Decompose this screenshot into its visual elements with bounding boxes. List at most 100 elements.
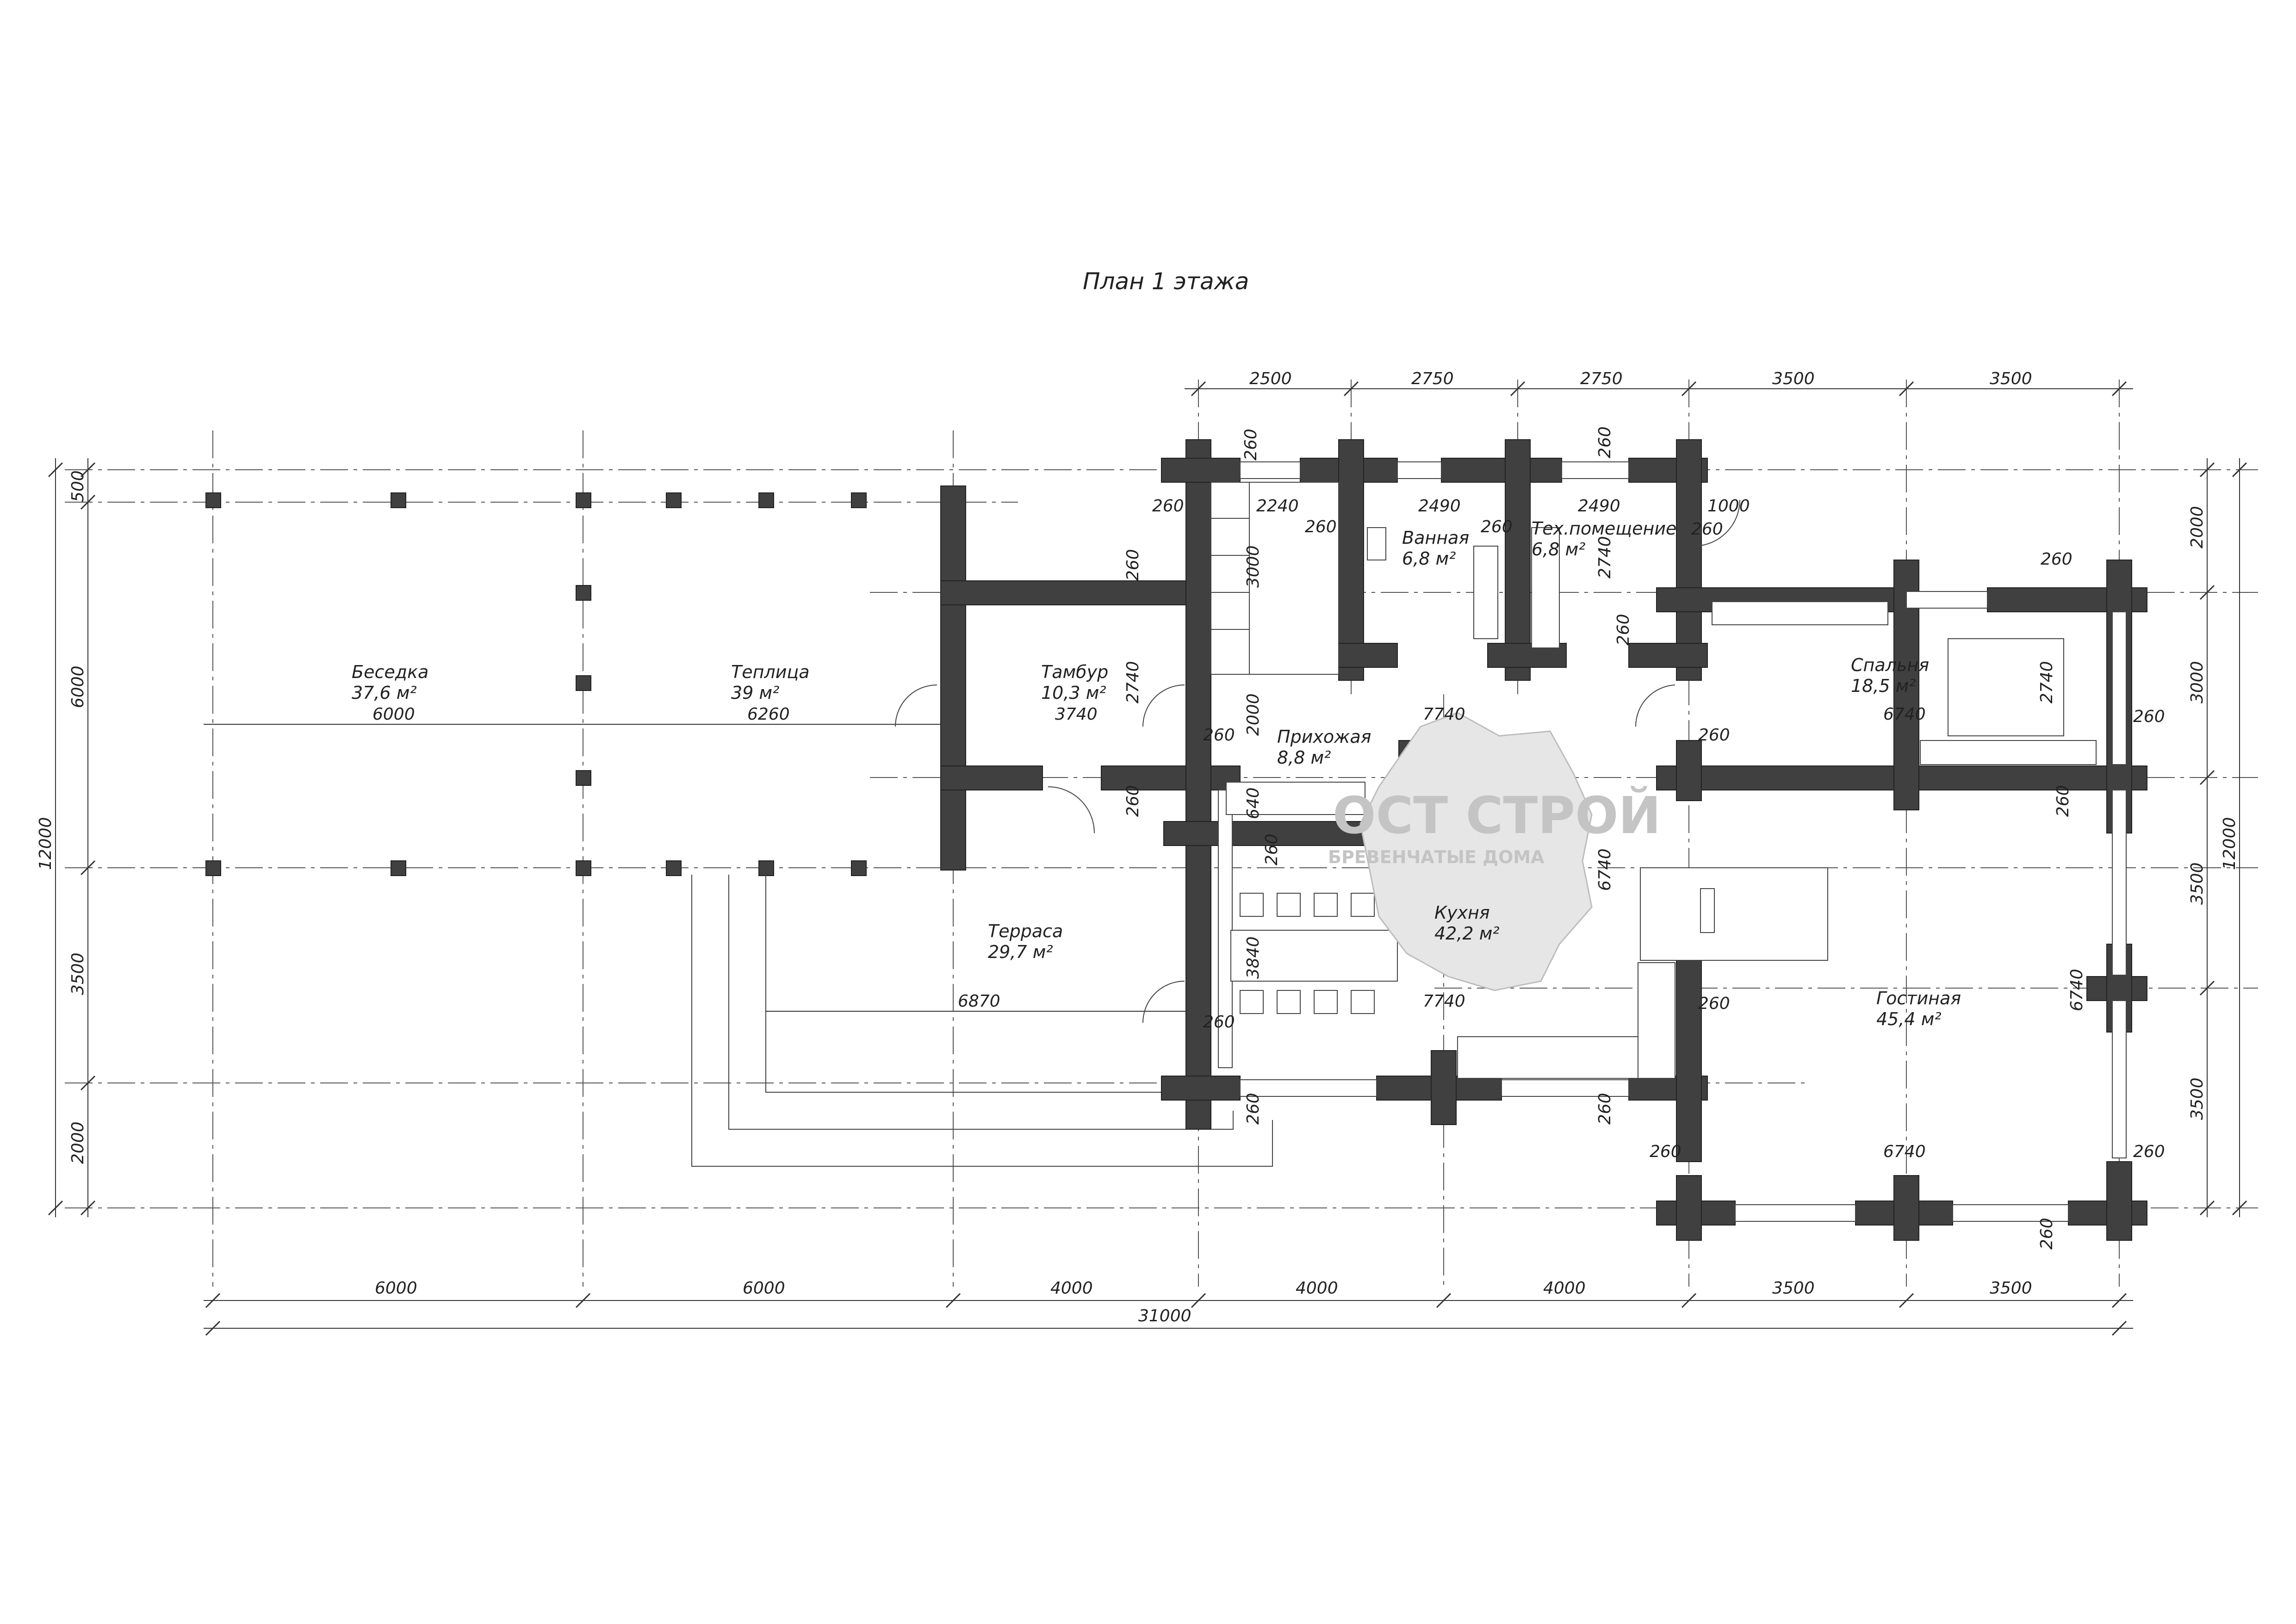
dim-left-3: 3500 <box>68 952 87 995</box>
dim-right-3: 3500 <box>2188 862 2207 905</box>
room-gostinaya: Гостиная 45,4 м² <box>1876 988 1961 1029</box>
room-area: 39 м² <box>731 683 779 703</box>
room-spalnya: Спальня 18,5 м² <box>1851 655 1929 696</box>
room-area: 6,8 м² <box>1532 539 1585 560</box>
logo-name: ОСТ СТРОЙ <box>1333 785 1661 845</box>
dim-wall-1: 260 <box>1241 429 1260 460</box>
windows <box>1218 461 2127 1222</box>
dim-wall-7: 260 <box>1123 549 1142 581</box>
interior-details <box>895 482 2097 1079</box>
dim-bottom-7: 3500 <box>1990 1279 2032 1298</box>
room-area: 45,4 м² <box>1876 1009 1942 1029</box>
room-name: Теплица <box>731 662 810 682</box>
dim-inner-h6740b: 6740 <box>2067 969 2086 1011</box>
room-area: 37,6 м² <box>352 683 417 703</box>
dim-top-4: 3500 <box>1772 369 1815 388</box>
dim-bottom-1: 6000 <box>375 1279 417 1298</box>
dim-wall-4: 260 <box>1481 517 1513 536</box>
watermark-logo: ОСТ СТРОЙ БРЕВЕНЧАТЫЕ ДОМА <box>1328 712 1661 991</box>
dim-inner-h3840: 3840 <box>1244 936 1263 979</box>
dim-bottom-6: 3500 <box>1772 1279 1815 1298</box>
dim-right-1: 2000 <box>2188 506 2207 548</box>
dim-bottom-4: 4000 <box>1296 1279 1338 1298</box>
dim-left-1: 500 <box>68 470 87 502</box>
dim-inner-2490a: 2490 <box>1418 497 1461 516</box>
dim-bottom-5: 4000 <box>1543 1279 1586 1298</box>
pergola-posts <box>205 492 867 876</box>
dim-inner-h2740c: 2740 <box>2037 661 2056 703</box>
dim-top-5: 3500 <box>1990 369 2032 388</box>
room-area: 42,2 м² <box>1434 923 1500 944</box>
room-vannaya: Ванная 6,8 м² <box>1402 528 1469 569</box>
dim-inner-6870: 6870 <box>958 992 1000 1011</box>
dim-wall-16: 260 <box>1203 1013 1235 1032</box>
dim-wall-8: 260 <box>1614 614 1633 646</box>
room-area: 18,5 м² <box>1851 676 1916 696</box>
dim-wall-13: 260 <box>1123 785 1142 817</box>
dim-inner-h2740a: 2740 <box>1123 661 1142 703</box>
dim-inner-6260: 6260 <box>747 705 790 724</box>
dim-right-total: 12000 <box>2220 817 2239 870</box>
dim-top-1: 2500 <box>1249 369 1292 388</box>
room-name: Тех.помещение <box>1532 518 1676 539</box>
room-terrasa: Терраса 29,7 м² <box>988 921 1063 962</box>
room-name: Беседка <box>352 662 428 682</box>
room-area: 8,8 м² <box>1277 747 1331 768</box>
dim-inner-2240: 2240 <box>1256 497 1299 516</box>
room-kuhnya: Кухня 42,2 м² <box>1434 902 1500 944</box>
left-dimension-chain: 500 6000 3500 2000 12000 <box>36 458 96 1217</box>
room-name: Кухня <box>1434 902 1490 923</box>
dim-inner-h640: 640 <box>1244 787 1263 819</box>
dim-wall-10: 260 <box>1203 726 1235 745</box>
dim-bottom-2: 6000 <box>743 1279 785 1298</box>
logo-tagline: БРЕВЕНЧАТЫЕ ДОМА <box>1328 847 1545 867</box>
dim-inner-h2000: 2000 <box>1244 693 1263 736</box>
room-labels: Беседка 37,6 м² Теплица 39 м² Тамбур 10,… <box>352 518 1961 1029</box>
dim-inner-h3000: 3000 <box>1244 545 1263 588</box>
dim-wall-5: 260 <box>1595 426 1614 458</box>
room-area: 10,3 м² <box>1041 683 1106 703</box>
dim-wall-21: 260 <box>2133 1142 2165 1161</box>
dim-left-2: 6000 <box>68 666 87 708</box>
dim-wall-3: 260 <box>1305 517 1337 536</box>
room-area: 29,7 м² <box>988 942 1053 962</box>
dim-wall-22: 260 <box>2037 1218 2056 1250</box>
room-name: Тамбур <box>1041 662 1108 682</box>
dim-wall-17: 260 <box>1698 994 1730 1013</box>
room-name: Ванная <box>1402 528 1469 548</box>
room-tehpom: Тех.помещение 6,8 м² <box>1532 518 1676 560</box>
dim-wall-2: 260 <box>1152 497 1184 516</box>
dim-left-4: 2000 <box>68 1121 87 1164</box>
dim-inner-2490b: 2490 <box>1578 497 1620 516</box>
dim-wall-12: 260 <box>2133 707 2165 726</box>
inner-dimensions: 6000 6260 3740 7740 6740 6870 7740 6740 … <box>372 426 2165 1250</box>
dim-wall-9: 260 <box>2041 550 2073 569</box>
room-name: Терраса <box>988 921 1063 941</box>
axis-lines <box>65 380 2258 1287</box>
top-dimension-chain: 2500 2750 2750 3500 3500 <box>1185 369 2133 397</box>
room-teplitsa: Теплица 39 м² <box>731 662 810 703</box>
dim-inner-6000: 6000 <box>372 705 415 724</box>
bottom-dimension-chain: 6000 6000 4000 4000 4000 3500 3500 31000 <box>204 1279 2133 1336</box>
right-dimension-chain: 2000 3000 3500 3500 12000 <box>2188 458 2247 1217</box>
dim-inner-7740a: 7740 <box>1423 705 1465 724</box>
dim-wall-15: 260 <box>2054 785 2073 817</box>
dim-wall-11: 260 <box>1698 726 1730 745</box>
room-name: Прихожая <box>1277 727 1371 747</box>
dim-inner-3740: 3740 <box>1055 705 1098 724</box>
room-prihozhaya: Прихожая 8,8 м² <box>1277 727 1371 768</box>
dim-bottom-3: 4000 <box>1050 1279 1093 1298</box>
dim-inner-6740b: 6740 <box>1883 1142 1926 1161</box>
room-area: 6,8 м² <box>1402 548 1456 569</box>
dim-top-2: 2750 <box>1411 369 1454 388</box>
dim-top-3: 2750 <box>1580 369 1623 388</box>
plan-title: План 1 этажа <box>1083 268 1249 295</box>
dim-wall-20: 260 <box>1650 1142 1682 1161</box>
dim-wall-6: 260 <box>1691 520 1723 539</box>
dim-inner-1000: 1000 <box>1707 497 1750 516</box>
room-besedka: Беседка 37,6 м² <box>352 662 428 703</box>
room-name: Спальня <box>1851 655 1929 675</box>
dim-inner-6740a: 6740 <box>1883 705 1926 724</box>
dim-wall-18: 260 <box>1244 1093 1263 1125</box>
dim-inner-h6740a: 6740 <box>1595 848 1614 891</box>
